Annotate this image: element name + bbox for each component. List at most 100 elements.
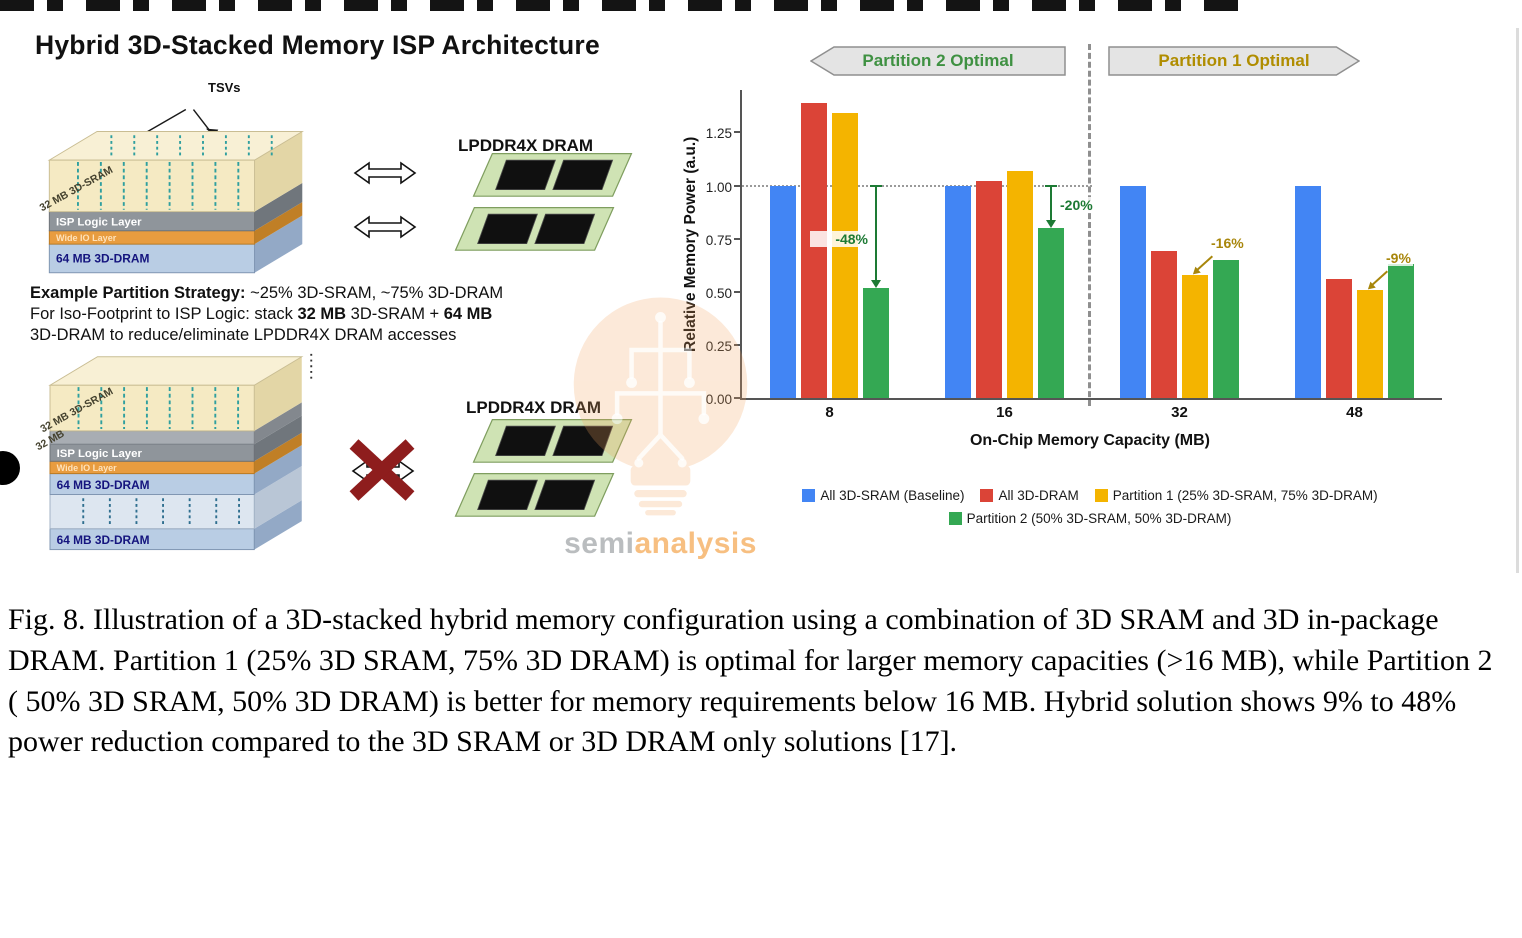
wideio-layer-side [254, 202, 303, 245]
bar-s2-g1 [1007, 170, 1033, 398]
legend-label: All 3D-DRAM [998, 488, 1079, 503]
category-label: 8 [825, 404, 834, 421]
sram2-layer [49, 430, 255, 445]
annotation-arrow-line [875, 186, 877, 281]
sram2-layer-side [254, 402, 302, 445]
annotation-label: -9% [1384, 249, 1413, 266]
y-tick-mark [734, 131, 742, 134]
dram-layer-label: 64 MB 3D-DRAM [56, 252, 149, 266]
optimal-region-divider [1088, 44, 1091, 406]
y-tick-label: 0.00 [705, 392, 732, 407]
red-x-icon [349, 439, 415, 501]
annotation-label: -48% [810, 230, 870, 247]
isp-layer-label: ISP Logic Layer [57, 448, 143, 460]
annotation-label: -16% [1209, 234, 1246, 251]
strategy-line: Example Partition Strategy: ~25% 3D-SRAM… [30, 283, 630, 304]
annotation-arrow-cap [1045, 184, 1057, 187]
y-tick-label: 1.00 [705, 179, 732, 195]
strategy-line: 3D-DRAM to reduce/eliminate LPDDR4X DRAM… [30, 325, 630, 346]
legend-label: Partition 2 (50% 3D-SRAM, 50% 3D-DRAM) [966, 511, 1232, 526]
tsv-label: TSVs [208, 80, 241, 95]
partition2-optimal-label: Partition 2 Optimal [862, 51, 1014, 70]
strategy-segment: 32 MB [297, 305, 347, 323]
legend-item: All 3D-SRAM (Baseline) [802, 488, 964, 503]
legend-swatch [948, 512, 962, 525]
sram-layer [49, 384, 255, 432]
page-edge-line [1516, 28, 1519, 573]
annotation-arrow-head [871, 279, 881, 288]
figure-caption: Fig. 8. Illustration of a 3D-stacked hyb… [8, 603, 1493, 759]
strategy-segment: 3D-DRAM to reduce/eliminate LPDDR4X DRAM… [30, 326, 457, 344]
sram-layer-side [254, 131, 303, 212]
sram-layer-side [254, 356, 302, 431]
spacer-vias [82, 498, 240, 525]
legend-swatch [980, 489, 994, 502]
legend-swatch [1094, 489, 1108, 502]
spacer-layer [49, 494, 255, 530]
memory-power-chart: Partition 2 Optimal Partition 1 Optimal … [660, 30, 1510, 590]
bar-s0-g0 [770, 185, 796, 398]
x-axis-title: On-Chip Memory Capacity (MB) [969, 432, 1210, 449]
partition1-optimal-label: Partition 1 Optimal [1158, 51, 1310, 70]
isp-layer-label: ISP Logic Layer [56, 217, 142, 229]
y-tick-mark [734, 184, 742, 187]
baseline-dotted-line [742, 184, 1092, 187]
diagram-title: Hybrid 3D-Stacked Memory ISP Architectur… [35, 30, 600, 60]
wordmark-semi: semi [564, 527, 635, 560]
chart-legend: All 3D-SRAM (Baseline) All 3D-DRAM Partiti… [700, 482, 1480, 528]
bar-s3-g3 [1388, 264, 1414, 398]
strategy-segment: ~25% 3D-SRAM, ~75% 3D-DRAM [245, 284, 504, 302]
legend-item: All 3D-DRAM [980, 488, 1079, 503]
double-arrow-icon [353, 215, 417, 239]
dram-layer-side [254, 215, 303, 273]
y-tick-label: 1.25 [705, 126, 732, 142]
bar-s0-g3 [1295, 185, 1321, 398]
bar-s3-g2 [1213, 259, 1239, 398]
sram-layer [48, 159, 256, 213]
bar-s2-g0 [832, 113, 858, 398]
legend-row: Partition 2 (50% 3D-SRAM, 50% 3D-DRAM) [700, 511, 1480, 528]
annotation-arrow-head [1046, 220, 1056, 229]
legend-item: Partition 2 (50% 3D-SRAM, 50% 3D-DRAM) [948, 511, 1232, 526]
legend-item: Partition 1 (25% 3D-SRAM, 75% 3D-DRAM) [1094, 488, 1378, 503]
y-tick-mark [734, 343, 742, 346]
bar-s2-g2 [1182, 274, 1208, 398]
dram-layer [48, 243, 256, 274]
dram-chip [454, 473, 615, 517]
category-label: 16 [996, 404, 1013, 421]
double-arrow-icon [353, 161, 417, 185]
bar-s3-g0 [863, 287, 889, 398]
wideio-layer-label: Wide IO Layer [56, 233, 117, 243]
y-tick-mark [734, 290, 742, 293]
wideio-layer-label: Wide IO Layer [57, 463, 118, 473]
strategy-segment: 3D-SRAM + [346, 305, 444, 323]
strategy-segment: Example Partition Strategy: [30, 284, 246, 302]
legend-label: Partition 1 (25% 3D-SRAM, 75% 3D-DRAM) [1112, 488, 1378, 503]
lpddr-dram-chips-bottom [454, 419, 633, 517]
tsv-vias-front [77, 387, 240, 429]
y-tick-label: 0.50 [705, 285, 732, 301]
right-arrow-shape [1108, 46, 1360, 76]
left-arrow-shape [810, 46, 1066, 76]
bar-s1-g2 [1151, 251, 1177, 398]
isp-layer-side [254, 183, 303, 231]
spacer-layer-side [254, 466, 302, 529]
partition-strategy-text: Example Partition Strategy: ~25% 3D-SRAM… [30, 283, 630, 346]
y-tick-mark [734, 237, 742, 240]
partition1-optimal-arrow: Partition 1 Optimal [1108, 46, 1360, 76]
partition2-optimal-arrow: Partition 2 Optimal [810, 46, 1066, 76]
dram2-layer-side [254, 500, 302, 550]
lpddr-label-bottom: LPDDR4X DRAM [466, 398, 602, 417]
legend-row: All 3D-SRAM (Baseline) All 3D-DRAM Partiti… [700, 488, 1480, 505]
bar-s0-g2 [1120, 185, 1146, 398]
strategy-segment: 64 MB [443, 305, 493, 323]
annotation-arrow-cap [870, 184, 882, 187]
bar-s1-g3 [1326, 279, 1352, 398]
annotation-arrow-line [1050, 186, 1052, 222]
bar-s1-g1 [976, 181, 1002, 398]
3d-stack-bottom: ISP Logic Layer Wide IO Layer 64 MB 3D-D… [35, 353, 313, 551]
dram2-layer-label: 64 MB 3D-DRAM [57, 533, 150, 547]
dram-chip [472, 419, 633, 463]
